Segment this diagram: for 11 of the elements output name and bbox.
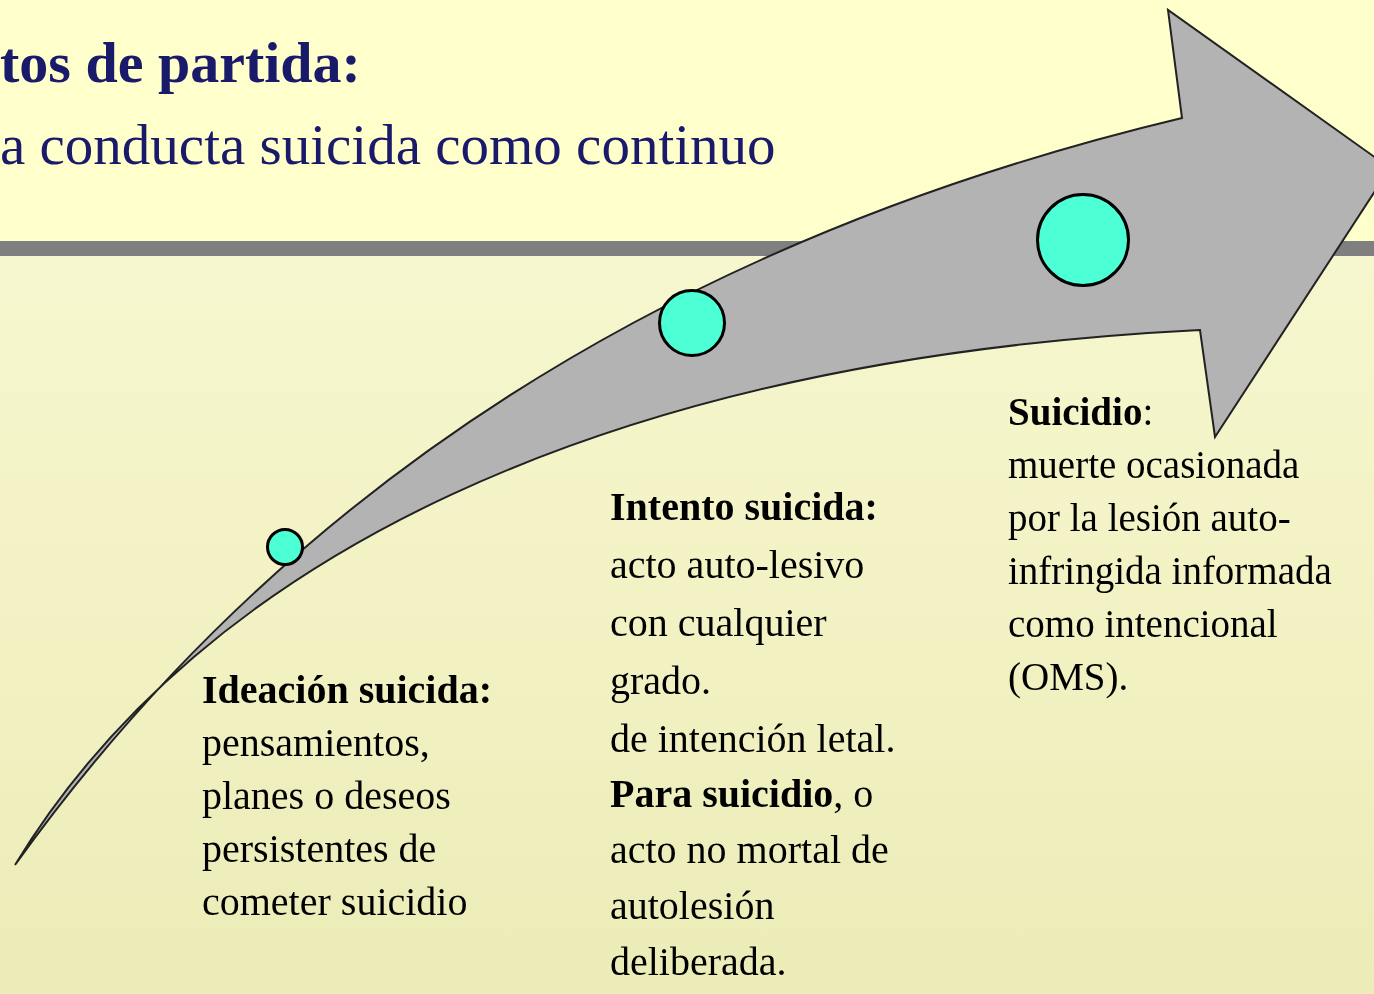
heading: Ideación suicida: [202, 666, 494, 714]
subtitle: a conducta suicida como continuo [0, 112, 776, 178]
definition-text: muerte ocasionada por la lesión auto-infringida informada como intencional (OMS). [1008, 442, 1333, 701]
definition-text: Para suicidio, o acto no mortal de autolesión deliberada. [610, 770, 890, 986]
definition-text: de intención letal. [610, 715, 897, 763]
definition-text: pensamientos, planes o deseos persistentes de cometer suicidio [202, 719, 469, 926]
title: tos de partida: [0, 29, 361, 97]
circle-marker [266, 528, 304, 566]
heading: Suicidio: [1008, 389, 1155, 435]
heading: Intento suicida: [610, 483, 879, 531]
definition-text: acto auto-lesivo con cualquier grado. [610, 541, 866, 705]
